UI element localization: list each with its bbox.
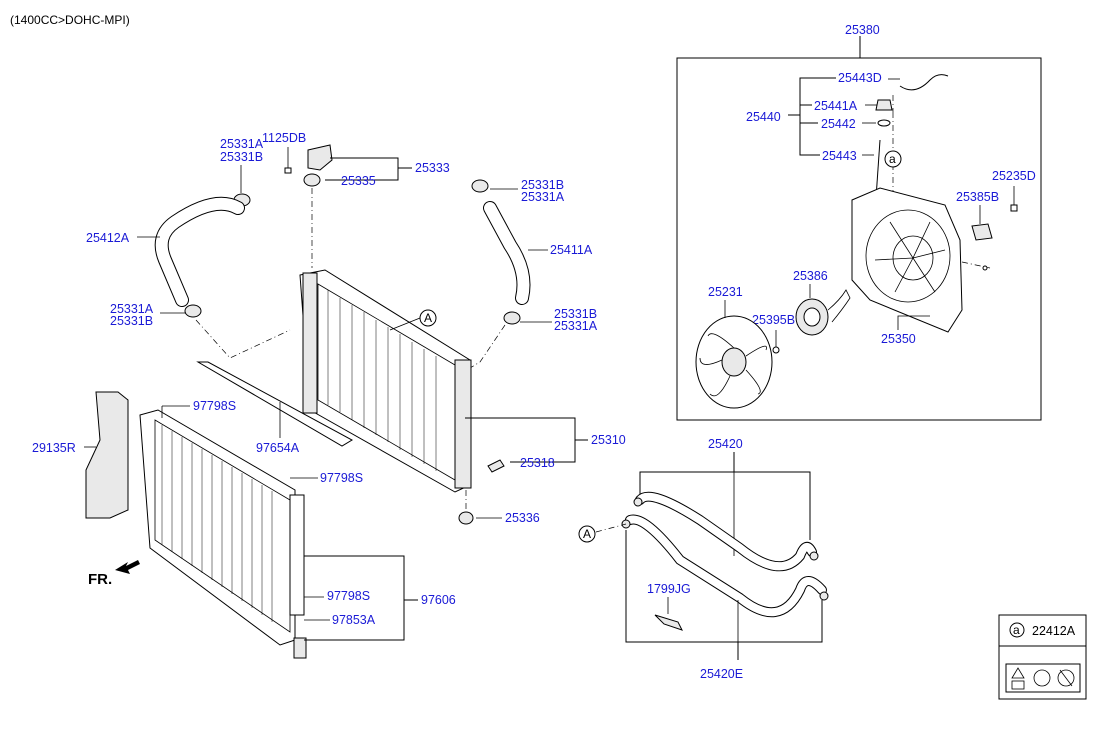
svg-text:a: a xyxy=(1013,623,1020,637)
warning-label-part xyxy=(1005,663,1081,693)
hand-hazard-icon xyxy=(1033,669,1051,687)
label-97798s-low[interactable]: 97798S xyxy=(327,589,370,603)
engine-spec-title: (1400CC>DOHC-MPI) xyxy=(10,13,130,27)
label-25331a-mid-left[interactable]: 25331A xyxy=(110,302,154,316)
label-25331b-mid-right[interactable]: 25331B xyxy=(554,307,597,321)
clip-1799jg-part xyxy=(654,614,683,631)
fan-hazard-icon xyxy=(1057,669,1075,687)
front-direction-label: FR. xyxy=(88,571,112,588)
cap-part xyxy=(875,99,893,111)
label-25440[interactable]: 25440 xyxy=(746,110,781,124)
label-25411a[interactable]: 25411A xyxy=(550,243,593,257)
dryer-cap-part xyxy=(293,637,307,659)
label-25441a[interactable]: 25441A xyxy=(814,99,858,113)
label-25386[interactable]: 25386 xyxy=(793,269,828,283)
radiator-part xyxy=(299,269,472,493)
label-25331a-mid-right[interactable]: 25331A xyxy=(554,319,598,333)
label-97606[interactable]: 97606 xyxy=(421,593,456,607)
hose-upper-25420-part xyxy=(635,491,817,572)
label-25412a[interactable]: 25412A xyxy=(86,231,130,245)
fan-blade-part xyxy=(695,315,773,409)
label-25331b-top-right[interactable]: 25331B xyxy=(521,178,564,192)
callout-a2 xyxy=(1009,622,1025,638)
receiver-dryer-part xyxy=(289,494,305,616)
cap-25335-part xyxy=(303,173,321,187)
front-arrow-icon xyxy=(115,560,140,574)
label-22412a[interactable]: 22412A xyxy=(1032,624,1076,638)
label-25442[interactable]: 25442 xyxy=(821,117,856,131)
overflow-hose-part xyxy=(899,74,949,91)
label-1799jg[interactable]: 1799JG xyxy=(647,582,691,596)
air-guard-part xyxy=(85,391,129,519)
legend-box: a 22412A xyxy=(998,614,1087,700)
label-25385b[interactable]: 25385B xyxy=(956,190,999,204)
drain-plug-part xyxy=(487,459,505,473)
warning-triangle-icon xyxy=(1011,667,1025,679)
label-25318[interactable]: 25318 xyxy=(520,456,555,470)
label-25331b-mid-left[interactable]: 25331B xyxy=(110,314,153,328)
label-1125db[interactable]: 1125DB xyxy=(262,131,306,145)
fan-motor-part xyxy=(795,289,851,336)
callout-a1[interactable] xyxy=(884,150,902,168)
label-97798s-top[interactable]: 97798S xyxy=(193,399,236,413)
svg-text:A: A xyxy=(583,527,591,541)
svg-text:a: a xyxy=(889,152,896,166)
label-25336[interactable]: 25336 xyxy=(505,511,540,525)
resistor-part xyxy=(971,223,993,241)
label-25335[interactable]: 25335 xyxy=(341,174,376,188)
fan-assembly-frame xyxy=(676,57,1042,421)
label-25235d[interactable]: 25235D xyxy=(992,169,1036,183)
fan-shroud-part xyxy=(851,187,991,333)
label-25420e[interactable]: 25420E xyxy=(700,667,743,681)
label-25331b-top-left[interactable]: 25331B xyxy=(220,150,263,164)
label-29135r[interactable]: 29135R xyxy=(32,441,76,455)
callout-A2[interactable] xyxy=(578,525,596,543)
label-25350[interactable]: 25350 xyxy=(881,332,916,346)
label-25420[interactable]: 25420 xyxy=(708,437,743,451)
label-25231[interactable]: 25231 xyxy=(708,285,743,299)
o-ring-part xyxy=(877,119,891,127)
label-97654a[interactable]: 97654A xyxy=(256,441,300,455)
svg-text:A: A xyxy=(424,311,432,325)
label-25331a-top-right[interactable]: 25331A xyxy=(521,190,565,204)
label-25443d[interactable]: 25443D xyxy=(838,71,882,85)
label-25443[interactable]: 25443 xyxy=(822,149,857,163)
label-25331a-top-left[interactable]: 25331A xyxy=(220,137,264,151)
label-25310[interactable]: 25310 xyxy=(591,433,626,447)
label-97798s-mid[interactable]: 97798S xyxy=(320,471,363,485)
label-97853a[interactable]: 97853A xyxy=(332,613,376,627)
bracket-part xyxy=(307,144,333,171)
label-25333[interactable]: 25333 xyxy=(415,161,450,175)
seal-strip-part xyxy=(196,361,354,447)
label-25380[interactable]: 25380 xyxy=(845,23,880,37)
label-25395b[interactable]: 25395B xyxy=(752,313,795,327)
insulator-part xyxy=(458,511,474,525)
hose-25443-part xyxy=(875,139,881,199)
